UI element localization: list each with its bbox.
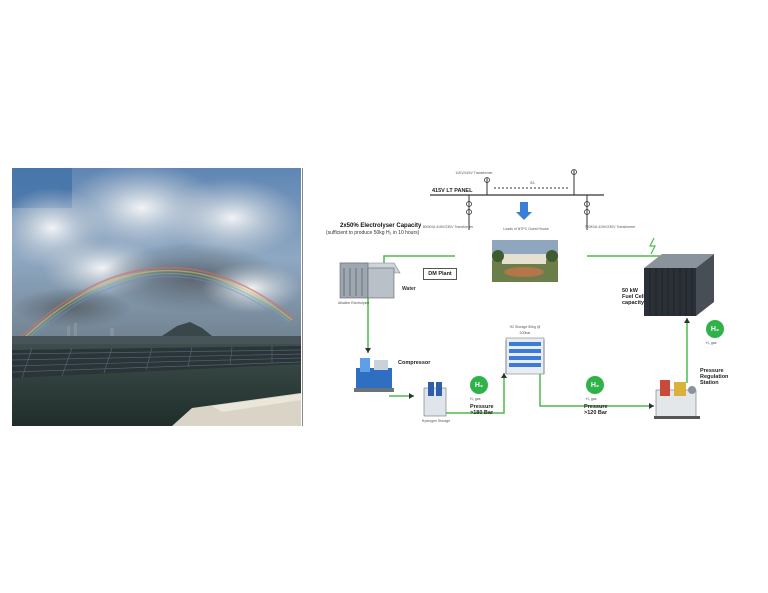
h2-badge-left: H₂ xyxy=(470,376,488,394)
pipe-label-fuel: H₂ gas xyxy=(706,341,717,345)
pressure-regulation-station-icon xyxy=(654,380,700,419)
h2-storage-rack-icon xyxy=(505,337,545,375)
compressor-icon xyxy=(354,358,394,392)
electrolyser-label: 2x50% Electrolyser Capacity xyxy=(340,223,422,229)
transformer-left-label: 800KVA 415V/230V Transformer xyxy=(422,225,474,229)
pipe-label-right: H₂ gas xyxy=(586,397,597,401)
pressure-right-label: Pressure >120 Bar xyxy=(584,404,608,416)
sl-label: S/L xyxy=(530,181,536,185)
transformer-right-label: 750KVA 415V/230V Transformer xyxy=(584,225,636,229)
diagram-lines xyxy=(339,169,714,419)
fuel-cell-icon xyxy=(644,254,714,316)
hydrogen-process-diagram: 11KV/415V Transformer 415V LT PANEL S/L … xyxy=(304,168,753,426)
hydrogen-storage-caption: Hydrogen Storage xyxy=(421,419,451,423)
pipe-label-left: H₂ gas xyxy=(470,397,481,401)
water-label: Water xyxy=(402,286,416,292)
h2-storage-label: H2 Storage 50kg @ 200bar xyxy=(509,325,541,335)
h2-badge-fuel: H₂ xyxy=(706,320,724,338)
panel-label: 415V LT PANEL xyxy=(432,188,473,194)
floating-solar-illustration xyxy=(12,168,301,426)
electrolyser-caption: Alkaline Electrolyser xyxy=(338,301,370,305)
floating-solar-photo xyxy=(12,168,301,426)
panel-divider xyxy=(302,168,303,426)
guest-house-label: Loads of NTPC Guest House xyxy=(503,227,549,231)
hydrogen-storage-icon xyxy=(423,382,447,417)
electrolyser-sublabel: (sufficient to produce 50kg H₂ in 10 hou… xyxy=(326,230,420,236)
pressure-left-label: Pressure >180 Bar xyxy=(470,404,494,416)
dm-plant-box: DM Plant xyxy=(423,268,457,280)
compressor-label: Compressor xyxy=(398,360,431,366)
pressure-regulation-label: Pressure Regulation Station xyxy=(700,368,729,386)
electrolyser-units-icon xyxy=(339,262,401,299)
h2-badge-right: H₂ xyxy=(586,376,604,394)
guest-house-photo xyxy=(492,240,558,282)
fuel-cell-label: 50 kW Fuel Cell capacity xyxy=(622,288,645,306)
transformer-top-label: 11KV/415V Transformer xyxy=(455,171,493,175)
